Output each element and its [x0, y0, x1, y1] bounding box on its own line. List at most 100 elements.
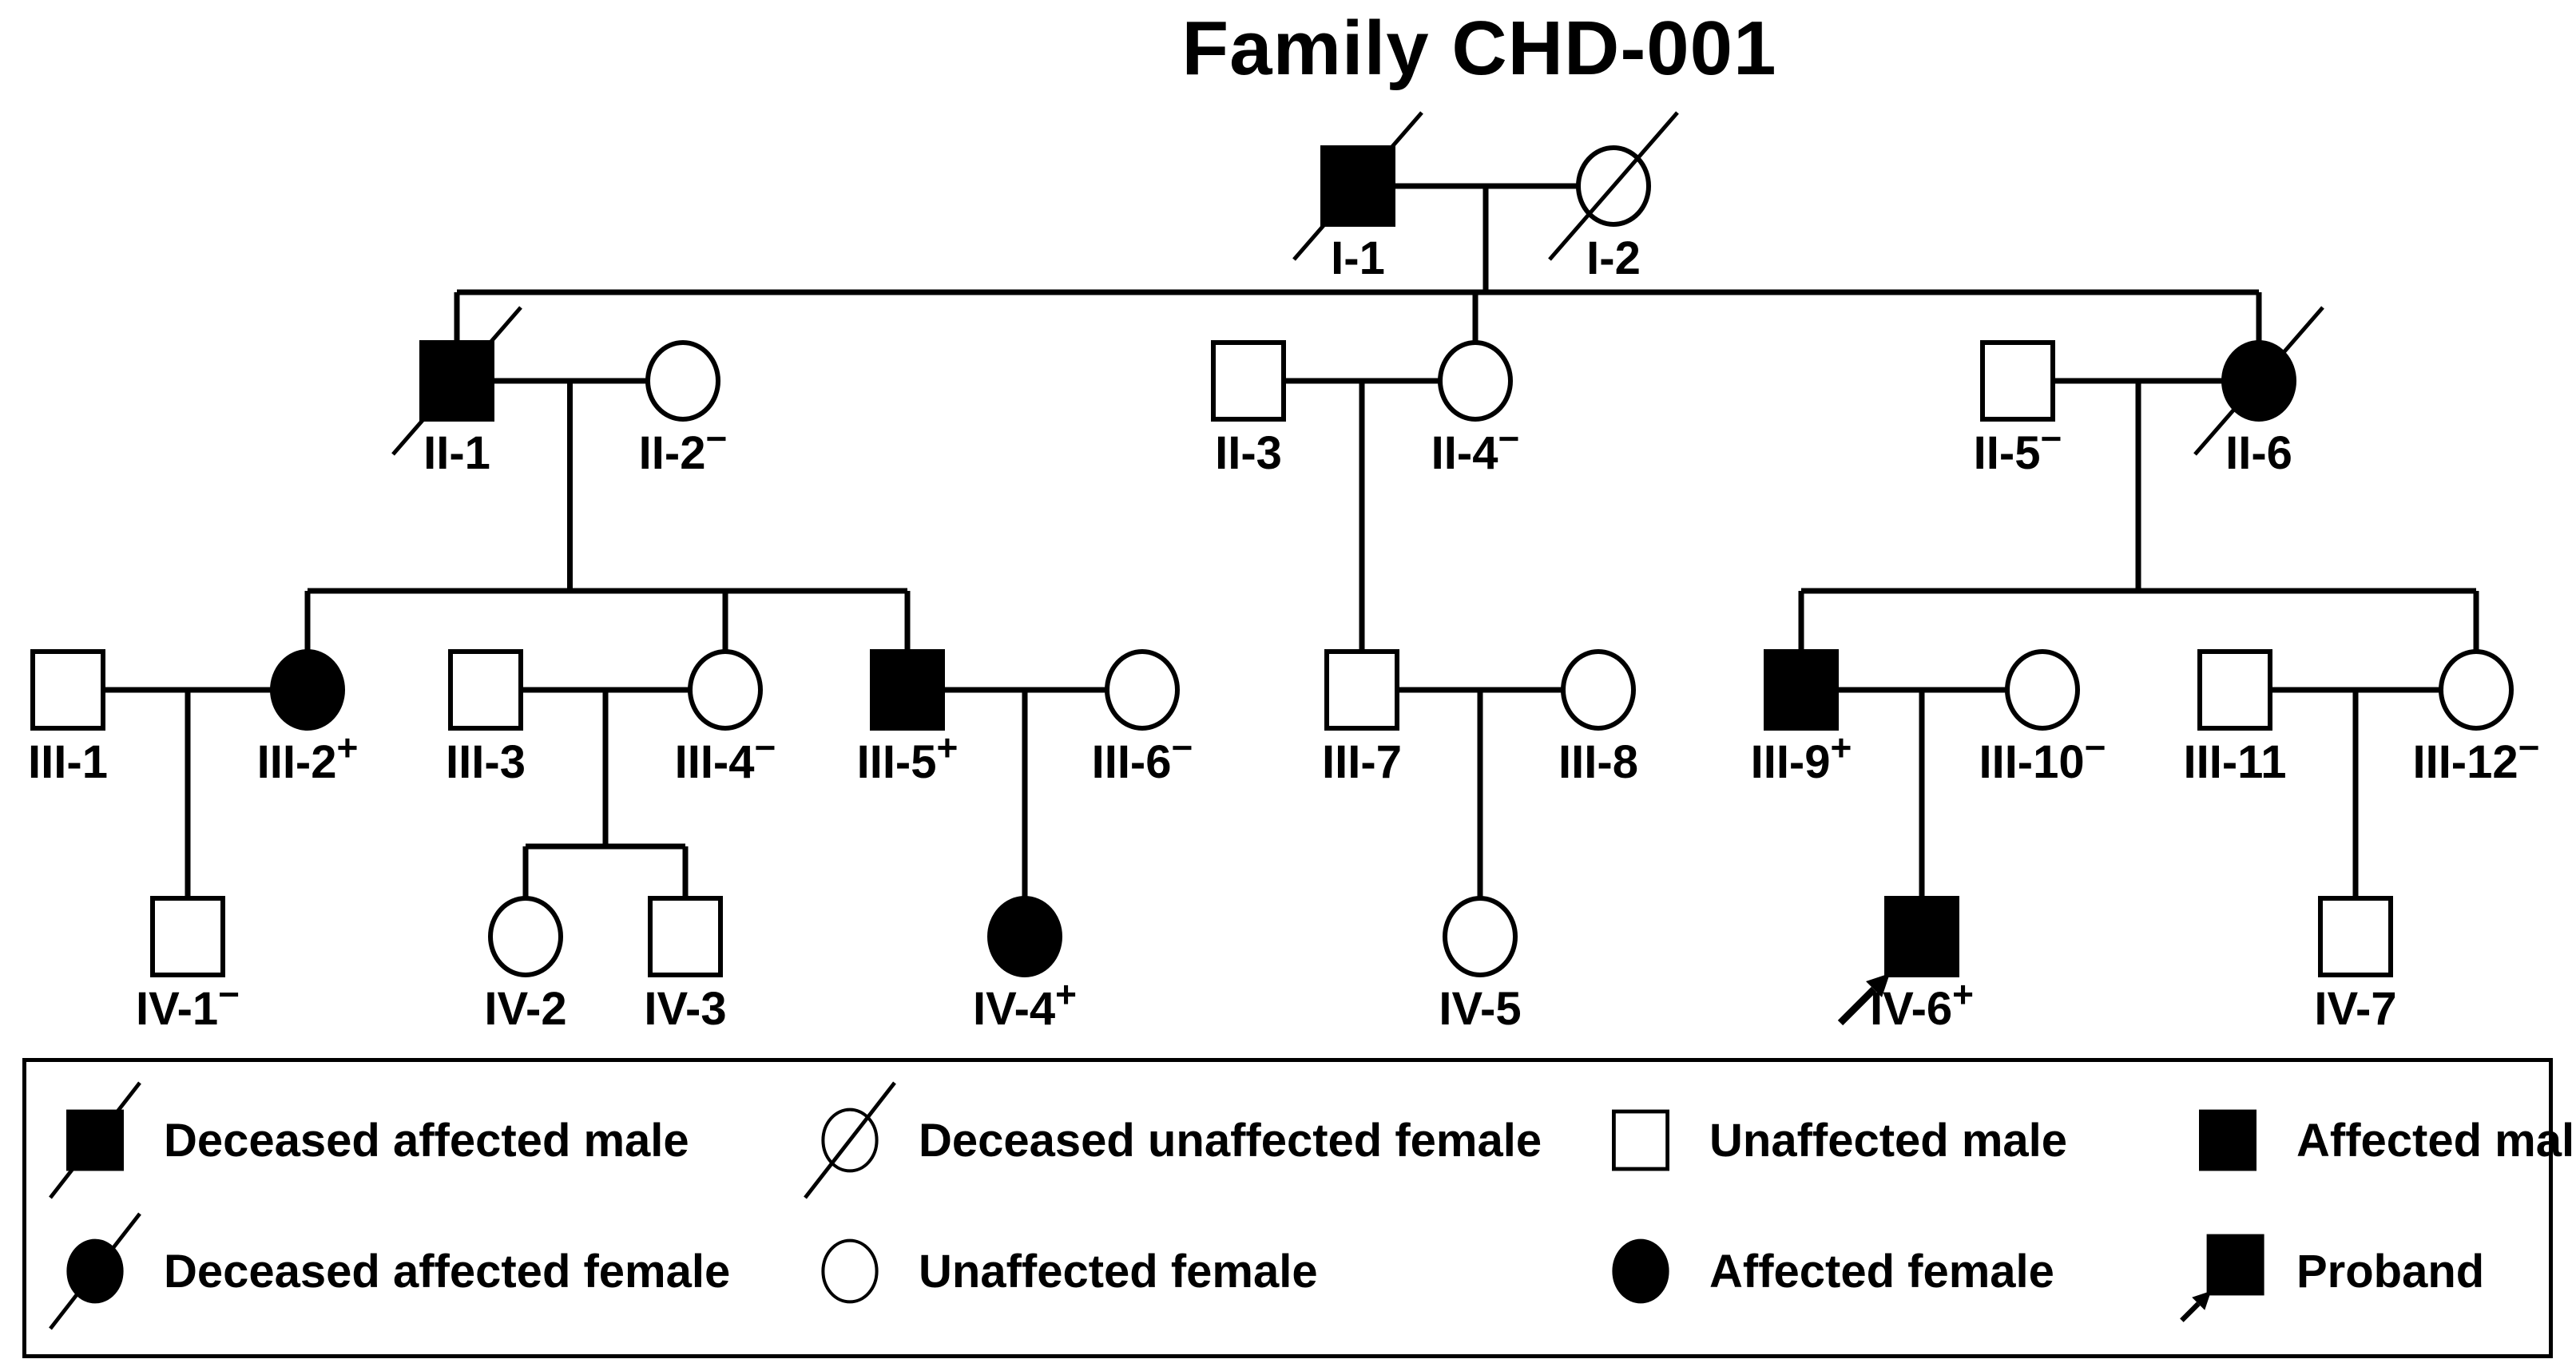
- individual-III-5: III-5+: [857, 649, 959, 788]
- legend-label: Deceased unaffected female: [919, 1114, 1542, 1167]
- individual-label: II-2−: [639, 418, 728, 479]
- individual-III-4: III-4−: [675, 649, 776, 788]
- legend-item-deceased-affected-female: Deceased affected female: [44, 1199, 730, 1343]
- individual-label: III-4−: [675, 727, 776, 788]
- unaffected-female-symbol: [2439, 649, 2514, 731]
- legend-label: Deceased affected male: [164, 1114, 689, 1167]
- individual-IV-7: IV-7: [2314, 896, 2397, 1035]
- genotype-marker: −: [2085, 727, 2106, 768]
- individual-label: II-6: [2225, 427, 2292, 479]
- individual-label: III-3: [446, 736, 526, 788]
- unaffected-male-symbol: [648, 896, 723, 977]
- individual-label: IV-1−: [136, 973, 240, 1035]
- legend-item-unaffected-female: Unaffected female: [799, 1199, 1318, 1343]
- deceased-unaffected-female-icon: [804, 1081, 896, 1199]
- unaffected-female-symbol: [1105, 649, 1180, 731]
- individual-label: II-5−: [1974, 418, 2062, 479]
- union-III-11-III-12: [2235, 687, 2476, 898]
- deceased-affected-female-icon: [49, 1212, 141, 1330]
- union-II-1-II-2: [304, 378, 911, 652]
- unaffected-female-symbol: [488, 896, 563, 977]
- affected-female-icon: [1612, 1238, 1669, 1304]
- individual-IV-3: IV-3: [644, 896, 727, 1035]
- individual-I-1: I-1: [1292, 111, 1423, 284]
- individual-label: IV-3: [644, 983, 726, 1035]
- individual-III-6: III-6−: [1092, 649, 1193, 788]
- affected-female-symbol: [270, 649, 345, 731]
- deceased-affected-male-icon: [49, 1081, 141, 1199]
- individual-II-3: II-3: [1211, 340, 1286, 479]
- union-III-1-III-2: [68, 687, 308, 898]
- individual-II-1: II-1: [391, 306, 522, 479]
- unaffected-female-symbol: [1443, 896, 1518, 977]
- individual-III-7: III-7: [1322, 649, 1402, 788]
- genotype-marker: −: [218, 973, 240, 1015]
- legend-label: Deceased affected female: [164, 1245, 731, 1298]
- legend-item-deceased-unaffected-female: Deceased unaffected female: [799, 1068, 1542, 1212]
- genotype-marker: −: [705, 418, 727, 459]
- affected-male-symbol: [1884, 896, 1959, 977]
- individual-II-6: II-6: [2193, 306, 2324, 479]
- individual-III-1: III-1: [28, 649, 108, 788]
- legend-item-deceased-affected-male: Deceased affected male: [44, 1068, 689, 1212]
- deceased-slash-icon: [1548, 111, 1679, 261]
- genotype-marker: +: [1952, 973, 1974, 1015]
- genotype-marker: +: [337, 727, 359, 768]
- legend-label: Unaffected female: [919, 1245, 1318, 1298]
- individual-III-8: III-8: [1558, 649, 1638, 788]
- unaffected-female-symbol: [1438, 340, 1513, 422]
- individual-label: III-12−: [2412, 727, 2539, 788]
- legend-box: Deceased affected male Deceased unaffecte…: [22, 1058, 2576, 1358]
- individual-II-2: II-2−: [639, 340, 728, 479]
- individual-II-4: II-4−: [1431, 340, 1520, 479]
- genotype-marker: +: [1831, 727, 1852, 768]
- unaffected-male-symbol: [1980, 340, 2055, 422]
- union-II-3-II-4: [1248, 378, 1475, 652]
- genotype-marker: −: [2040, 418, 2062, 459]
- individual-II-5: II-5−: [1974, 340, 2062, 479]
- individual-label: IV-6+: [1870, 973, 1974, 1035]
- individual-label: III-1: [28, 736, 108, 788]
- legend-item-unaffected-male: Unaffected male: [1590, 1068, 2067, 1212]
- individual-label: IV-5: [1439, 983, 1521, 1035]
- unaffected-male-symbol: [1324, 649, 1399, 731]
- individual-III-10: III-10−: [1979, 649, 2106, 788]
- individual-label: III-9+: [1751, 727, 1852, 788]
- unaffected-male-symbol: [2197, 649, 2272, 731]
- individual-label: IV-2: [484, 983, 566, 1035]
- genotype-marker: +: [937, 727, 959, 768]
- union-III-3-III-4: [486, 687, 725, 898]
- legend-item-affected-male: Affected male: [2177, 1068, 2576, 1212]
- genotype-marker: −: [1172, 727, 1193, 768]
- unaffected-male-symbol: [448, 649, 523, 731]
- union-III-9-III-10: [1801, 687, 2042, 898]
- deceased-slash-icon: [1292, 111, 1423, 261]
- individual-III-3: III-3: [446, 649, 526, 788]
- unaffected-female-icon: [821, 1238, 879, 1304]
- union-III-5-III-6: [907, 687, 1142, 898]
- individual-III-11: III-11: [2184, 649, 2286, 788]
- individual-label: III-10−: [1979, 727, 2106, 788]
- individual-III-9: III-9+: [1751, 649, 1852, 788]
- proband-arrow-icon: [1866, 973, 1890, 997]
- proband-arrow-shaft: [1837, 986, 1877, 1026]
- affected-male-symbol: [870, 649, 945, 731]
- genotype-marker: −: [755, 727, 776, 768]
- unaffected-female-symbol: [2005, 649, 2080, 731]
- deceased-slash-icon: [2193, 306, 2324, 456]
- unaffected-male-symbol: [30, 649, 105, 731]
- legend-item-proband: Proband: [2177, 1199, 2484, 1343]
- affected-female-symbol: [987, 896, 1062, 977]
- genotype-marker: −: [1498, 418, 1519, 459]
- individual-IV-2: IV-2: [484, 896, 567, 1035]
- legend-label: Affected male: [2296, 1114, 2576, 1167]
- unaffected-male-symbol: [2318, 896, 2393, 977]
- individual-label: II-4−: [1431, 418, 1520, 479]
- unaffected-female-symbol: [1561, 649, 1636, 731]
- individual-label: II-3: [1215, 427, 1282, 479]
- individual-label: III-5+: [857, 727, 959, 788]
- individual-label: I-1: [1331, 232, 1385, 284]
- individual-label: III-7: [1322, 736, 1402, 788]
- affected-male-symbol: [1764, 649, 1839, 731]
